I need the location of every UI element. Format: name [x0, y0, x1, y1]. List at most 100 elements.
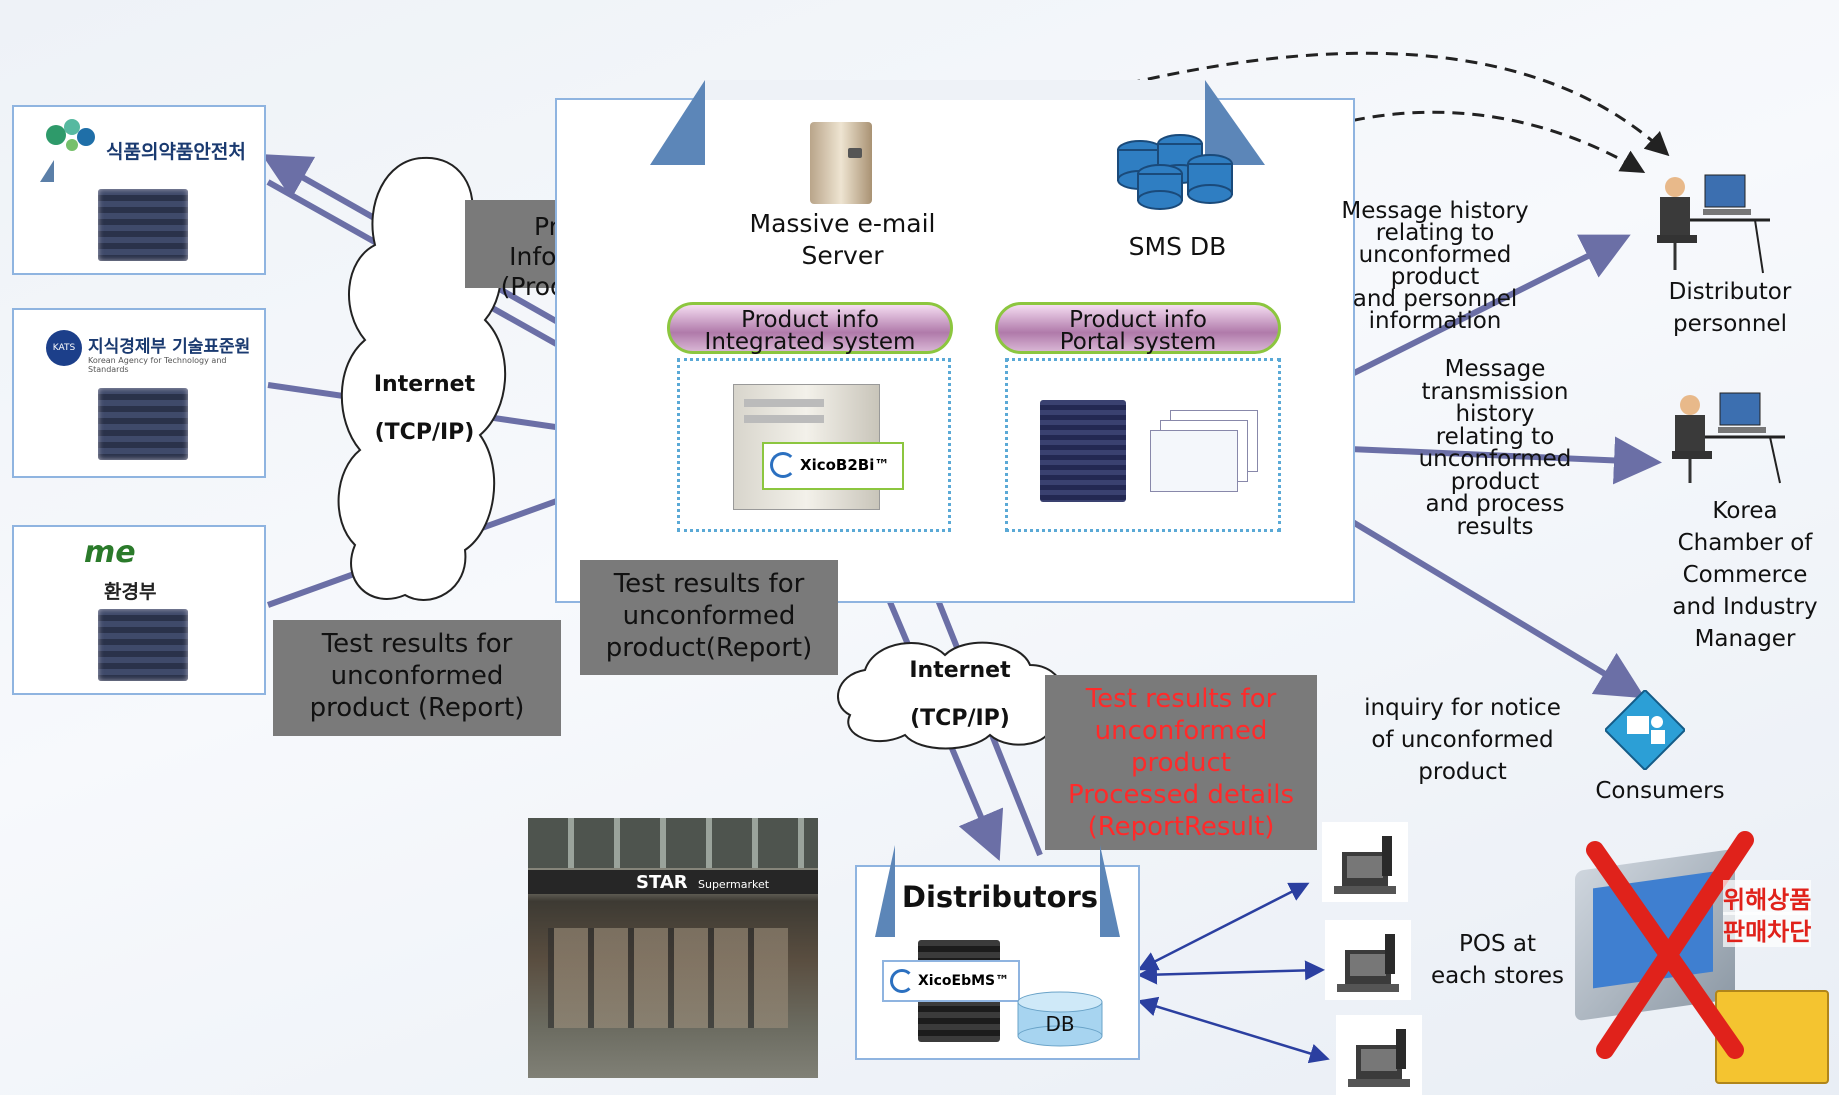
label-line: unconformed [1418, 446, 1572, 472]
red-x-icon [1586, 831, 1754, 1059]
label-line: POS at [1459, 931, 1536, 957]
block-sign-line: 판매차단 [1723, 912, 1812, 947]
label-line: and personnel [1352, 286, 1518, 312]
mfds-logo-icon [42, 115, 102, 155]
label-line: unconformed [1094, 716, 1268, 746]
agency-name: 식품의약품안전처 [106, 141, 246, 163]
label-line: product [1130, 748, 1231, 778]
label-line: transmission [1421, 378, 1569, 405]
xico-b2bi-badge: XicoB2Bi™ [762, 442, 904, 490]
db-cylinder-icon [1017, 991, 1103, 1047]
label-line: product [1450, 468, 1540, 495]
label-line: Test results for [1085, 684, 1277, 714]
label-line: and Industry [1672, 594, 1818, 620]
consumers-icon [1605, 690, 1685, 770]
label-line: (ReportResult) [1087, 812, 1275, 842]
xico-swirl-icon [890, 969, 914, 993]
label-line: each stores [1431, 963, 1564, 989]
label-line: Test results for [613, 569, 805, 599]
label-line: Manager [1694, 626, 1796, 652]
distributor-personnel-icon [1657, 174, 1770, 274]
label-line: product (Report) [309, 693, 525, 723]
inquiry-label: inquiry for notice of unconformed produc… [1340, 692, 1585, 788]
label-line: relating to [1435, 423, 1555, 450]
label-line: results [1456, 513, 1534, 540]
label-line: history [1455, 401, 1535, 427]
internet-left-protocol: (TCP/IP) [374, 420, 475, 445]
label-line: of unconformed [1371, 727, 1554, 753]
arrow-pos-1 [1137, 882, 1310, 971]
block-sign-line: 위해상품 [1723, 880, 1812, 915]
server-rack-icon [98, 388, 188, 460]
store-photo: STAR Supermarket [528, 818, 818, 1078]
internet-cloud-center [837, 641, 1065, 750]
label-line: Processed details [1067, 780, 1294, 810]
label-line: Portal system [1059, 329, 1217, 355]
db-label: DB [1045, 1012, 1075, 1036]
label-line: inquiry for notice [1364, 695, 1561, 721]
label-line: product [1418, 759, 1507, 785]
label-line: Product info [741, 307, 879, 333]
integrated-system-pill: Product info Integrated system [667, 302, 953, 354]
label-line: Integrated system [704, 329, 916, 355]
xico-ebms-badge: XicoEbMS™ [882, 960, 1020, 1002]
internet-center-protocol: (TCP/IP) [910, 706, 1010, 731]
label-line: Message history [1341, 198, 1529, 224]
label-line: and process [1425, 491, 1565, 517]
message-transmission-history-label: Message transmission history relating to… [1385, 358, 1605, 538]
label-line: unconformed [1358, 242, 1512, 268]
distributors-title: Distributors [901, 880, 1099, 914]
test-results-center-label: Test results for unconformed product(Rep… [580, 560, 838, 675]
sms-db-label: SMS DB [1128, 232, 1227, 261]
flap-decoration [40, 160, 54, 182]
distributors-box-flaps [875, 845, 1120, 937]
test-results-processed-label: Test results for unconformed product Pro… [1045, 675, 1317, 850]
agency-name: 환경부 [104, 581, 157, 603]
portal-server-icon [1040, 400, 1126, 502]
label-line: information [1368, 308, 1502, 334]
label-line: product [1390, 264, 1480, 290]
test-results-left-label: Test results for unconformed product (Re… [273, 620, 561, 736]
arrow-pos-2 [1137, 960, 1325, 985]
label-line: relating to [1375, 220, 1495, 246]
agency-box-moe: me 환경부 [12, 525, 266, 695]
email-server-icon [810, 122, 872, 204]
pos-label: POS at each stores [1410, 928, 1585, 992]
email-server-label: Massive e-mail Server [735, 208, 950, 272]
label-line: unconformed [330, 661, 504, 691]
label-line: Korea [1712, 498, 1778, 524]
xico-ebms-label: XicoEbMS™ [918, 973, 1010, 989]
store-sign-sub: Supermarket [698, 878, 770, 891]
label-line: Commerce [1682, 562, 1808, 588]
distributor-personnel-label: Distributor personnel [1650, 276, 1810, 340]
agency-box-kats: KATS 지식경제부 기술표준원 Korean Agency for Techn… [12, 308, 266, 478]
arrow-pos-3 [1137, 996, 1330, 1064]
kcci-manager-label: Korea Chamber of Commerce and Industry M… [1660, 495, 1830, 655]
internet-left-title: Internet [373, 372, 476, 397]
integrated-system-box [677, 358, 951, 532]
internet-center-title: Internet [909, 658, 1011, 683]
label-line: unconformed [622, 601, 796, 631]
label-line: Product info [1069, 307, 1207, 333]
label-line: personnel [1673, 311, 1787, 337]
center-box-flaps [650, 80, 1265, 165]
xico-b2bi-label: XicoB2Bi™ [800, 456, 890, 474]
sms-db-icon [1117, 134, 1233, 210]
kcci-manager-icon [1672, 392, 1785, 484]
label-line: Massive e-mail [749, 209, 936, 238]
kats-logo-icon: KATS [46, 330, 82, 366]
xico-swirl-icon [770, 452, 796, 478]
pos-terminal-icon [1325, 920, 1411, 1000]
label-line: Test results for [321, 629, 513, 659]
server-rack-icon [98, 189, 188, 261]
portal-web-pages-icon [1150, 410, 1258, 492]
agency-subtitle: Korean Agency for Technology and Standar… [88, 356, 227, 374]
pos-terminal-icon [1336, 1015, 1422, 1095]
label-line: Distributor [1668, 279, 1792, 305]
agency-box-mfds: 식품의약품안전처 [12, 105, 266, 275]
label-line: Chamber of [1677, 530, 1813, 556]
store-sign-label: STAR [636, 872, 688, 893]
portal-system-box [1005, 358, 1281, 532]
label-line: Message [1444, 356, 1546, 382]
message-history-personnel-label: Message history relating to unconformed … [1320, 198, 1550, 334]
